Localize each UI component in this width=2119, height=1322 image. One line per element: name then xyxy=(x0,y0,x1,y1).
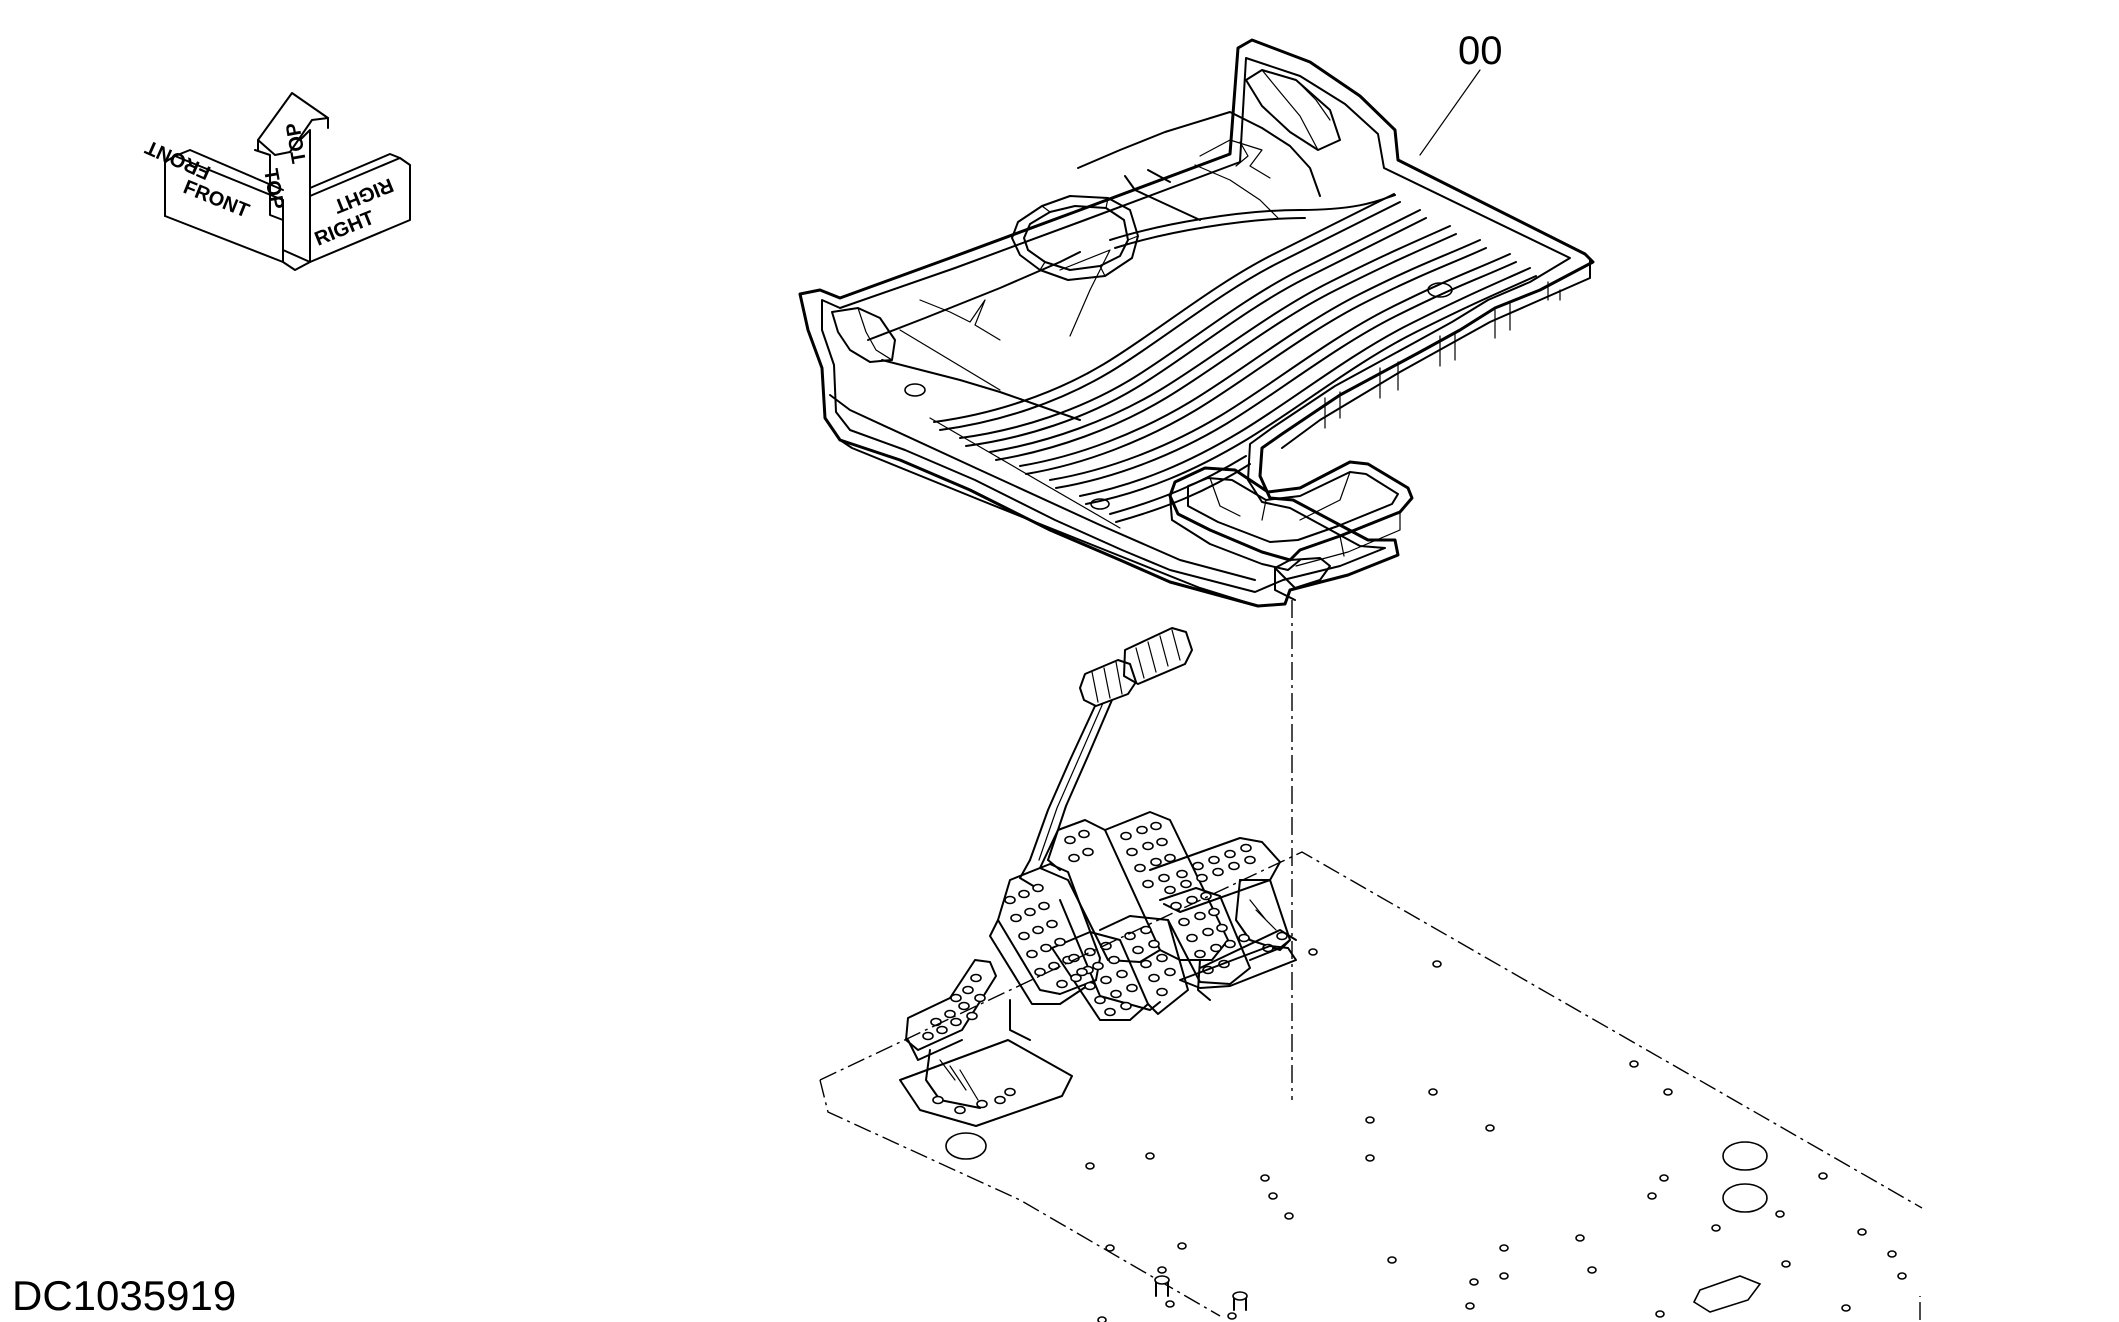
orientation-indicator: FRONT FRONT TOP TOP RIGHT RIGHT xyxy=(142,92,411,271)
floor-mat xyxy=(798,38,1595,608)
panel-bolts xyxy=(1085,948,1907,1322)
callout-label: 00 xyxy=(1458,29,1503,73)
callout-leader-line xyxy=(1419,69,1481,156)
top-label: TOP xyxy=(259,167,288,211)
pedal-studs xyxy=(922,821,1256,1041)
drawing-code: DC1035919 xyxy=(12,1272,236,1319)
base-floor-panel xyxy=(819,851,1923,1322)
front-label-mirrored: FRONT xyxy=(142,135,214,183)
part-callout: 00 xyxy=(1419,29,1503,156)
floor-mat-ribs xyxy=(929,193,1537,529)
pedal-assembly xyxy=(899,627,1297,1127)
